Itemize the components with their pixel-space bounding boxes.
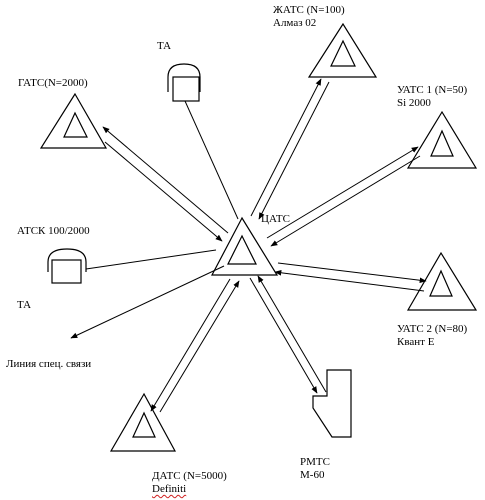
connections <box>70 78 427 413</box>
uats2-triangle <box>406 251 478 311</box>
uats2-label: УАТС 2 (N=80) <box>397 323 468 335</box>
center-label: ЦАТС <box>261 213 290 225</box>
ta-left-label: ТА <box>17 299 32 311</box>
gats-label: ГАТС(N=2000) <box>18 77 88 89</box>
phone-icon-left <box>47 248 87 284</box>
special-line-label: Линия спец. связи <box>6 358 92 370</box>
dats-label: ДАТС (N=5000) <box>152 470 227 482</box>
rmts-model: М-60 <box>300 469 325 481</box>
uats2-model: Квант Е <box>397 336 435 348</box>
atsk-label: АТСК 100/2000 <box>17 225 90 237</box>
rmts-label: РМТС <box>300 456 330 468</box>
dats-model: Definiti <box>152 483 187 495</box>
rmts-shape <box>312 369 352 438</box>
uats1-model: Si 2000 <box>397 97 431 109</box>
gats-triangle <box>39 92 108 149</box>
ta-top-label: ТА <box>157 40 172 52</box>
uats1-triangle <box>406 110 478 169</box>
dats-triangle <box>109 392 177 452</box>
center-exchange-triangle <box>211 216 279 276</box>
zhats-model: Алмаз 02 <box>273 17 317 29</box>
zhats-label: ЖАТС (N=100) <box>273 4 345 16</box>
uats1-label: УАТС 1 (N=50) <box>397 84 468 96</box>
zhats-triangle <box>307 22 378 78</box>
phone-icon-top <box>167 63 201 102</box>
